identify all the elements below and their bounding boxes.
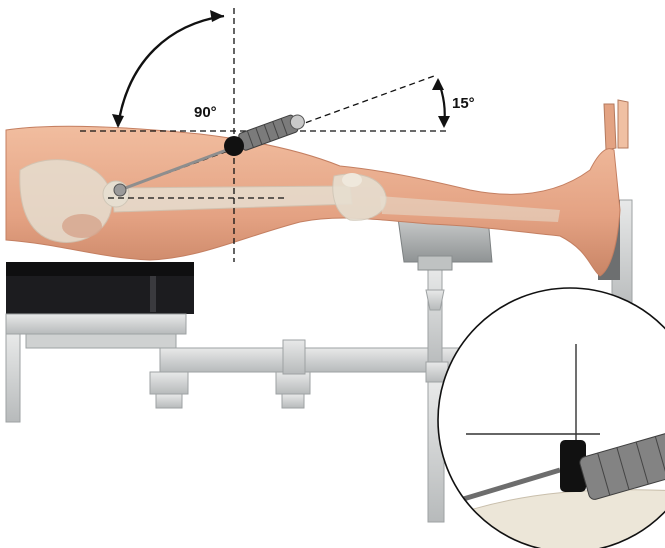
label-90-degrees: 90° xyxy=(194,104,217,121)
magnified-inset xyxy=(438,288,665,548)
label-15-degrees: 15° xyxy=(452,95,475,112)
leg xyxy=(6,126,620,276)
angle-arc-15 xyxy=(432,78,450,128)
